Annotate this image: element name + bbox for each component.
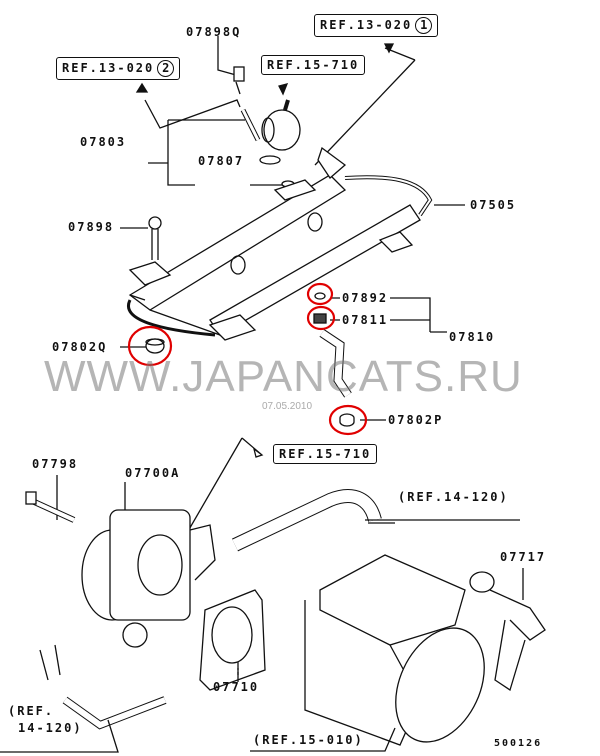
part-label-07898: 07898 [68, 220, 115, 234]
ref-14-120-left-line2[interactable]: 14-120) [18, 721, 83, 735]
highlight-07802Q [127, 325, 173, 367]
ref-text: REF.13-020 [320, 18, 413, 32]
ref-15-710-mid[interactable]: REF.15-710 [273, 444, 378, 464]
part-label-07811: 07811 [342, 313, 389, 327]
arrow-icon [383, 43, 395, 54]
ref-number-circle: 1 [415, 17, 433, 34]
highlight-07892 [306, 282, 334, 306]
part-label-07810: 07810 [449, 330, 496, 344]
arrow-icon [135, 82, 149, 93]
ref-text: REF.13-020 [62, 61, 155, 75]
ref-15-710-top[interactable]: REF.15-710 [261, 55, 366, 75]
ref-14-120-left-line1[interactable]: (REF. [8, 704, 55, 718]
leader-ref-15-710-mid [241, 437, 264, 458]
insulator-07802P [339, 413, 355, 427]
part-label-07802P: 07802P [388, 413, 444, 427]
part-label-07807: 07807 [198, 154, 245, 168]
leader-ref-14-120-left [0, 719, 119, 753]
air-flow-housing [319, 554, 466, 646]
ref-14-120-right[interactable]: (REF.14-120) [398, 490, 509, 504]
bolt-07898 [148, 216, 162, 230]
leader-ref-13-020-2 [144, 99, 241, 129]
date-stamp: 07.05.2010 [262, 401, 313, 412]
part-label-07710: 07710 [213, 680, 260, 694]
highlight-marks [127, 282, 368, 436]
arrow-icon [278, 83, 289, 96]
part-label-07802Q: 07802Q [52, 340, 108, 354]
leader-ref-15-010 [250, 727, 396, 752]
part-label-07898Q: 07898Q [186, 25, 242, 39]
leader-ref-13-020-1 [314, 59, 416, 166]
insulator-07802Q [145, 338, 165, 354]
fuel-rail [128, 174, 347, 311]
part-label-07798: 07798 [32, 457, 79, 471]
leader-07803 [148, 119, 245, 186]
part-label-07700A: 07700A [125, 466, 181, 480]
pressure-regulator [263, 109, 301, 151]
bolt-07798 [25, 491, 37, 505]
leader-07810 [390, 297, 447, 333]
highlight-07802P [328, 404, 368, 436]
gasket-07710 [199, 589, 266, 691]
highlight-07811 [306, 305, 336, 331]
watermark: WWW.JAPANCATS.RU [44, 352, 523, 401]
ref-15-010[interactable]: (REF.15-010) [253, 733, 364, 747]
part-label-07892: 07892 [342, 291, 389, 305]
leader-07898Q [217, 36, 237, 76]
part-label-07505: 07505 [470, 198, 517, 212]
seal-07811 [313, 313, 327, 324]
part-label-07717: 07717 [500, 550, 547, 564]
diagram-code: 500126 [494, 738, 543, 749]
sensor-07717 [469, 571, 495, 593]
part-label-07803: 07803 [80, 135, 127, 149]
ref-number-circle: 2 [157, 60, 175, 77]
